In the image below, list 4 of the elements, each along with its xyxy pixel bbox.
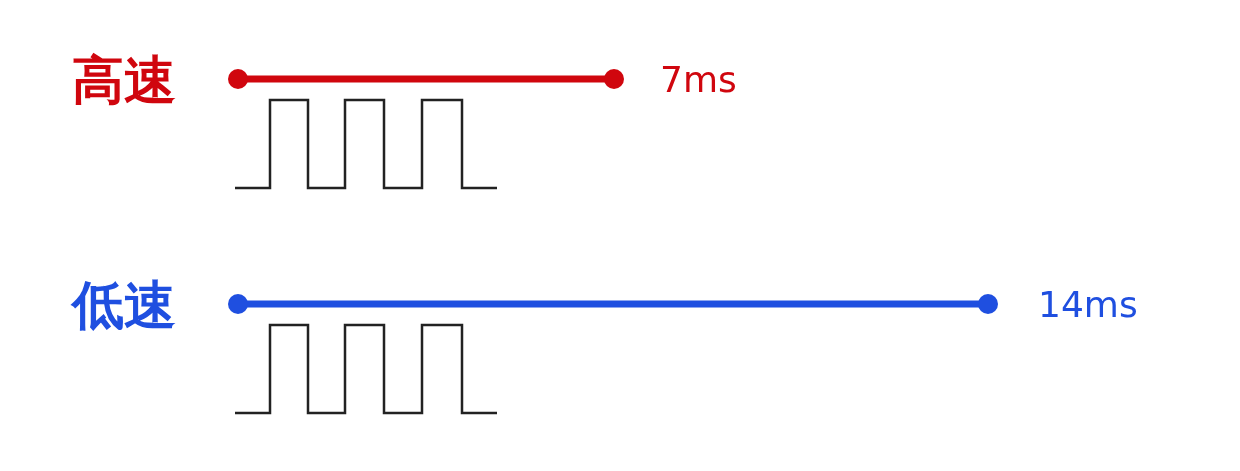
duration-label: 14ms — [1038, 287, 1138, 323]
speed-label: 低速 — [72, 279, 176, 331]
speed-label: 高速 — [72, 54, 176, 106]
duration-label: 7ms — [660, 62, 737, 98]
